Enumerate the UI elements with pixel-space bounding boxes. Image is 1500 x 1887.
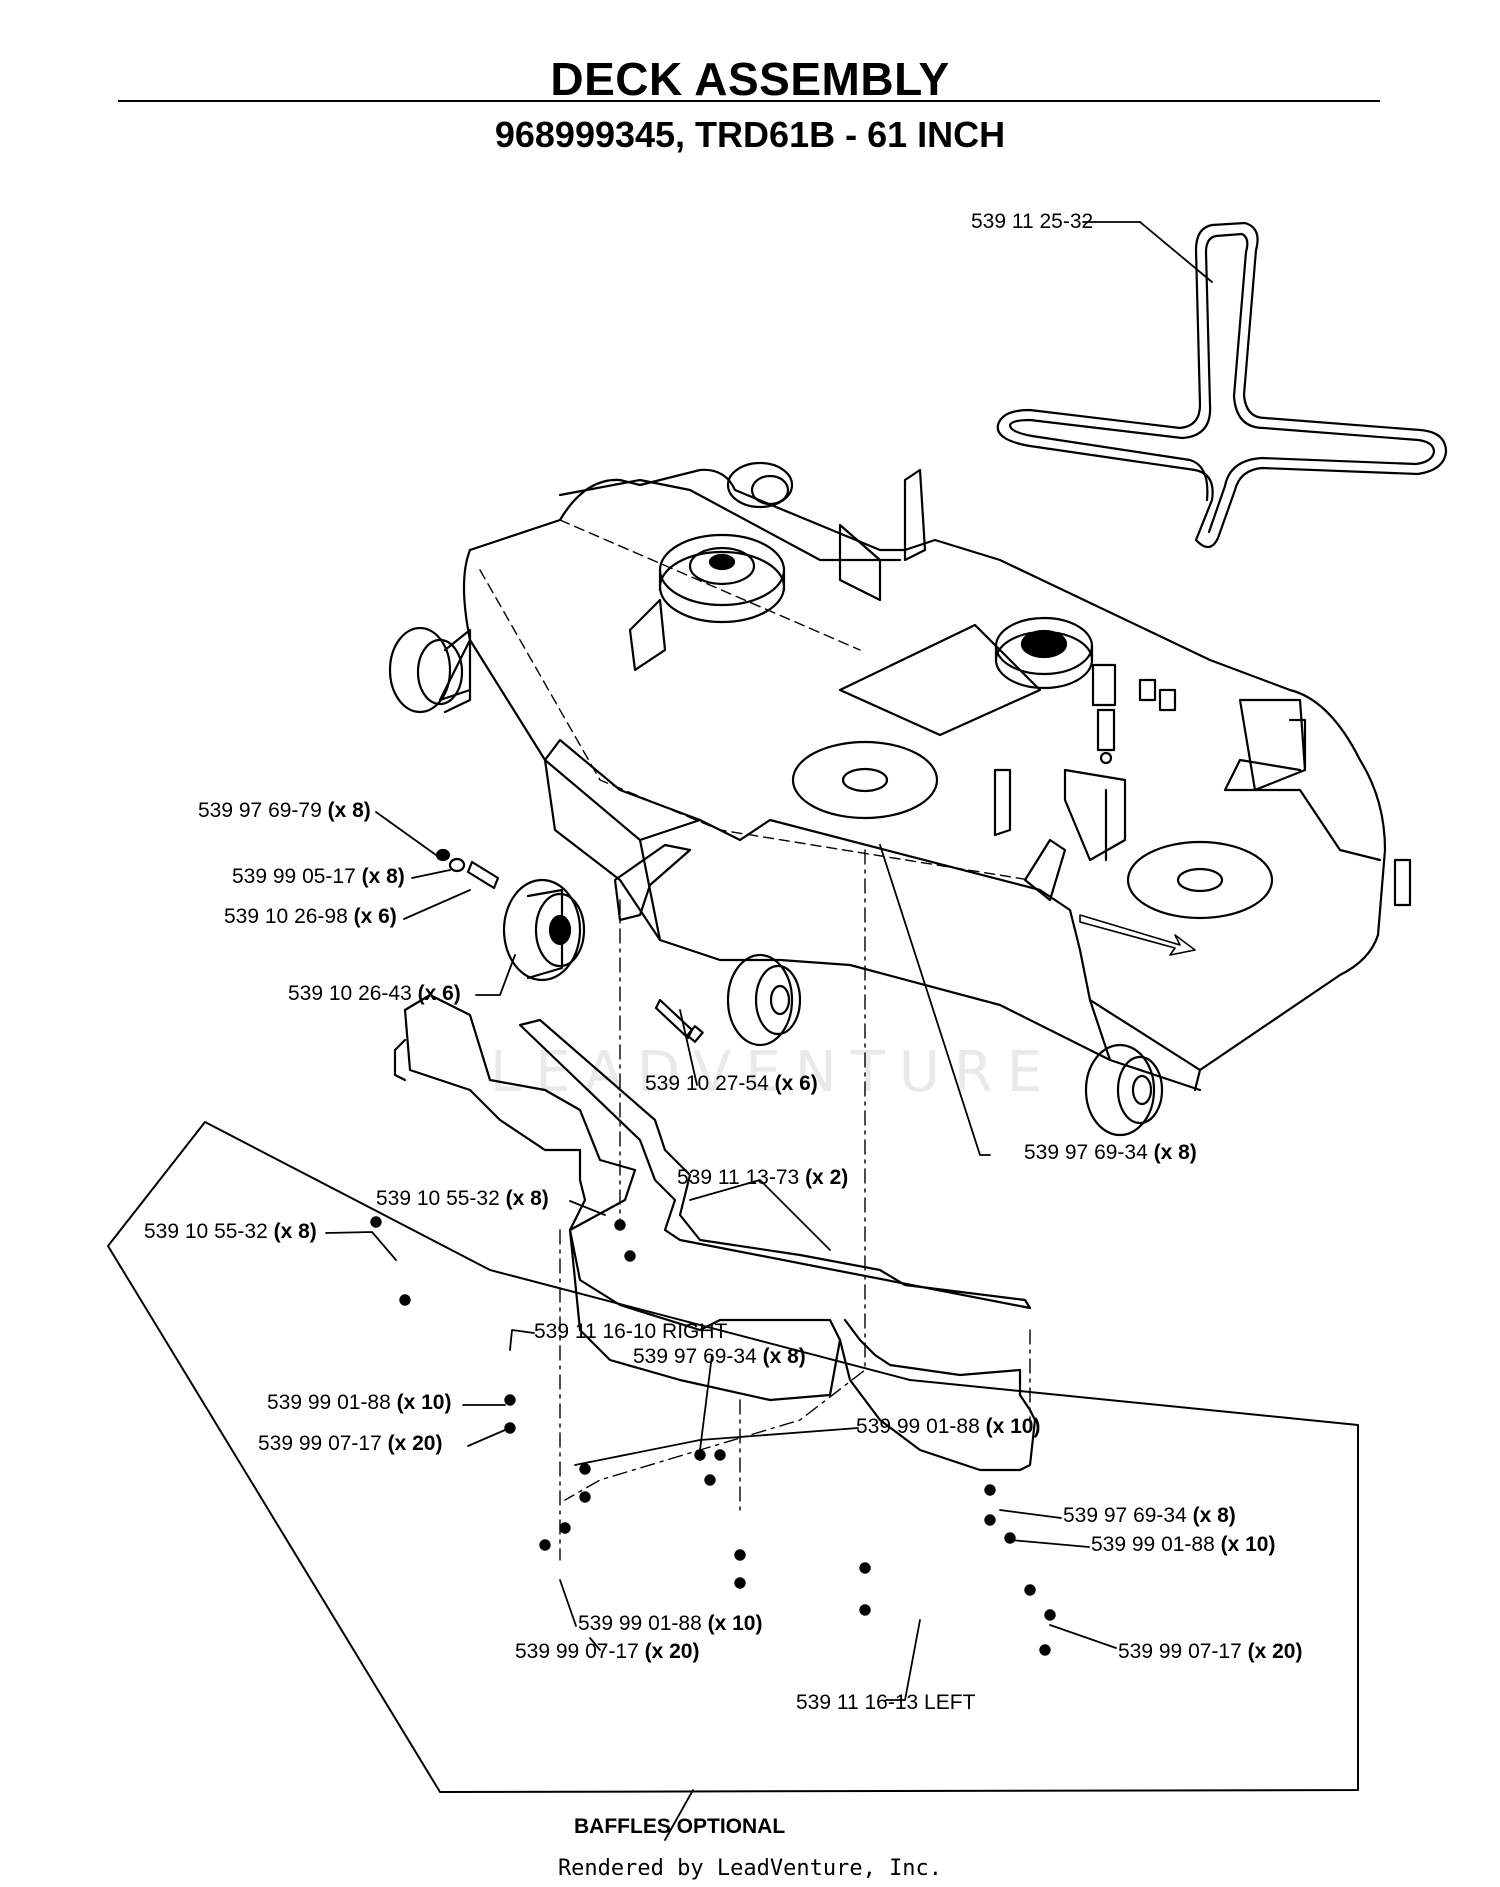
right-pulley — [994, 616, 1094, 690]
exploded-wheel-bracket — [613, 843, 692, 922]
baffles-optional-outline — [107, 1121, 1359, 1793]
exploded-spacer — [466, 860, 500, 890]
assembly-leader-lines — [559, 849, 1031, 1561]
deck-bracket-end — [1393, 858, 1412, 907]
part-label-nut-flange-c: 539 99 01-88 (x 10) — [1091, 1533, 1276, 1556]
diagram-subtitle: 968999345, TRD61B - 61 INCH — [494, 114, 1006, 155]
deck-bracket-rear — [903, 468, 927, 562]
part-label-belt: 539 11 25-32 — [971, 210, 1094, 233]
part-label-screw-left: 539 10 55-32 (x 8) — [144, 1220, 317, 1243]
title-rule — [118, 100, 1380, 102]
wheel-rear-top — [726, 461, 794, 509]
part-label-washer-c: 539 99 07-17 (x 20) — [1118, 1640, 1303, 1663]
part-label-bolt: 539 10 27-54 (x 6) — [645, 1072, 818, 1095]
baffles-optional-note: BAFFLES OPTIONAL — [574, 1815, 786, 1838]
deck-bracket-right — [1238, 698, 1307, 792]
footer-credit: Rendered by LeadVenture, Inc. — [557, 1856, 943, 1881]
deck-bracket-left — [628, 598, 667, 672]
deck-bracket-front — [1023, 838, 1067, 902]
part-label-baffle-right: 539 11 16-10 RIGHT — [534, 1320, 728, 1343]
exploded-nut — [435, 848, 451, 862]
baffle-hardware — [370, 1216, 1056, 1656]
drive-belt — [996, 221, 1448, 549]
part-label-washer-a: 539 99 07-17 (x 20) — [258, 1432, 443, 1455]
mower-deck — [438, 468, 1387, 1092]
wheel-front-right — [1084, 1043, 1164, 1137]
part-label-washer-b: 539 99 07-17 (x 20) — [515, 1640, 700, 1663]
callout-leaders — [325, 221, 1213, 1841]
baffle-left-part — [838, 1318, 1037, 1472]
exploded-washer — [448, 857, 466, 873]
part-label-spacer: 539 10 26-98 (x 6) — [224, 905, 397, 928]
part-label-baffle-left: 539 11 16-13 LEFT — [796, 1691, 976, 1714]
wheel-front-left — [726, 953, 802, 1047]
left-pulley — [658, 533, 786, 624]
spindle-cover-plate — [838, 623, 1042, 737]
part-label-nut-baffle: 539 97 69-34 (x 8) — [633, 1345, 806, 1368]
watermark: LEADVENTURE — [490, 1040, 1057, 1105]
part-label-washer-upper: 539 99 05-17 (x 8) — [232, 865, 405, 888]
spindle-disc-right — [1126, 840, 1274, 920]
part-label-nut-upper: 539 97 69-79 (x 8) — [198, 799, 371, 822]
part-label-nut-right: 539 97 69-34 (x 8) — [1063, 1504, 1236, 1527]
diagram-title: DECK ASSEMBLY — [550, 53, 950, 105]
wheel-rear-left — [388, 626, 472, 714]
part-label-nut-deck: 539 97 69-34 (x 8) — [1024, 1141, 1197, 1164]
part-label-nut-flange-b: 539 99 01-88 (x 10) — [856, 1415, 1041, 1438]
baffle-right-part — [393, 993, 842, 1402]
deck-bracket-mid — [993, 768, 1012, 837]
front-bracket-part — [518, 1018, 1032, 1310]
part-label-nut-flange-a: 539 99 01-88 (x 10) — [267, 1391, 452, 1414]
part-label-screw-center: 539 10 55-32 (x 8) — [376, 1187, 549, 1210]
part-label-bracket: 539 11 13-73 (x 2) — [677, 1166, 849, 1189]
exploded-bolt — [654, 998, 704, 1043]
part-label-wheel: 539 10 26-43 (x 6) — [288, 982, 461, 1005]
exploded-wheel — [502, 878, 586, 982]
part-label-nut-flange-d: 539 99 01-88 (x 10) — [578, 1612, 763, 1635]
spindle-disc-left — [791, 740, 939, 820]
idler-assembly — [1063, 663, 1177, 862]
